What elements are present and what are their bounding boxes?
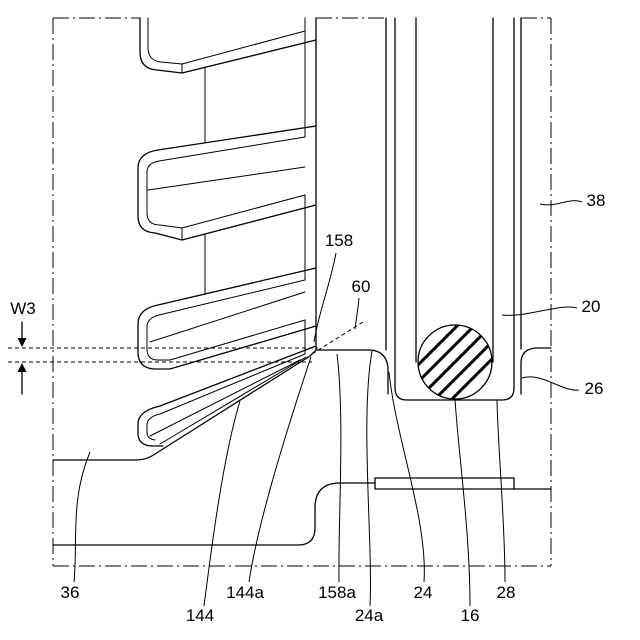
leader-158a (337, 354, 341, 582)
body-upper-edge (53, 350, 388, 460)
w3-dimension-arrows (18, 322, 27, 394)
tube-inner-bore-lines (416, 18, 493, 362)
label-158a: 158a (318, 583, 356, 602)
gear-tooth-2-outline (138, 126, 316, 240)
leader-144a (249, 357, 311, 582)
label-38: 38 (587, 191, 606, 210)
body-lower-edge (53, 483, 375, 545)
outer-boundary (53, 18, 551, 566)
label-144: 144 (186, 606, 214, 625)
tube-assembly (379, 18, 531, 404)
label-28: 28 (497, 583, 516, 602)
gear-tooth-3-outline (138, 268, 316, 369)
gear-tooth-2-chamfer (147, 137, 305, 240)
label-144a: 144a (226, 583, 264, 602)
leader-60 (355, 298, 359, 329)
leader-20 (502, 307, 577, 315)
leader-36 (74, 452, 90, 582)
label-26: 26 (585, 379, 604, 398)
arrow-up-icon (18, 363, 27, 372)
leader-24a (367, 351, 372, 606)
gear-teeth (138, 18, 316, 446)
leader-158 (314, 253, 336, 342)
label-158: 158 (325, 231, 353, 250)
label-20: 20 (582, 297, 601, 316)
leader-38 (540, 201, 582, 205)
leader-24 (389, 372, 424, 582)
label-24a: 24a (355, 606, 384, 625)
label-16: 16 (461, 606, 480, 625)
label-36: 36 (61, 583, 80, 602)
gear-tooth-4-chamfer (147, 354, 306, 444)
label-60: 60 (352, 277, 371, 296)
label-24: 24 (414, 583, 433, 602)
leader-16 (455, 399, 470, 606)
arrow-down-icon (18, 338, 27, 347)
reference-labels: 158 60 W3 38 20 26 36 144 144a 158a 24a … (10, 191, 605, 625)
body-and-housing (53, 18, 551, 545)
label-w3: W3 (10, 299, 36, 318)
leader-28 (497, 400, 505, 582)
leader-144 (204, 401, 240, 606)
gear-tooth-1-chamfer (148, 18, 305, 73)
housing-right-surface (521, 348, 551, 394)
gear-tooth-1-outline (140, 18, 316, 73)
